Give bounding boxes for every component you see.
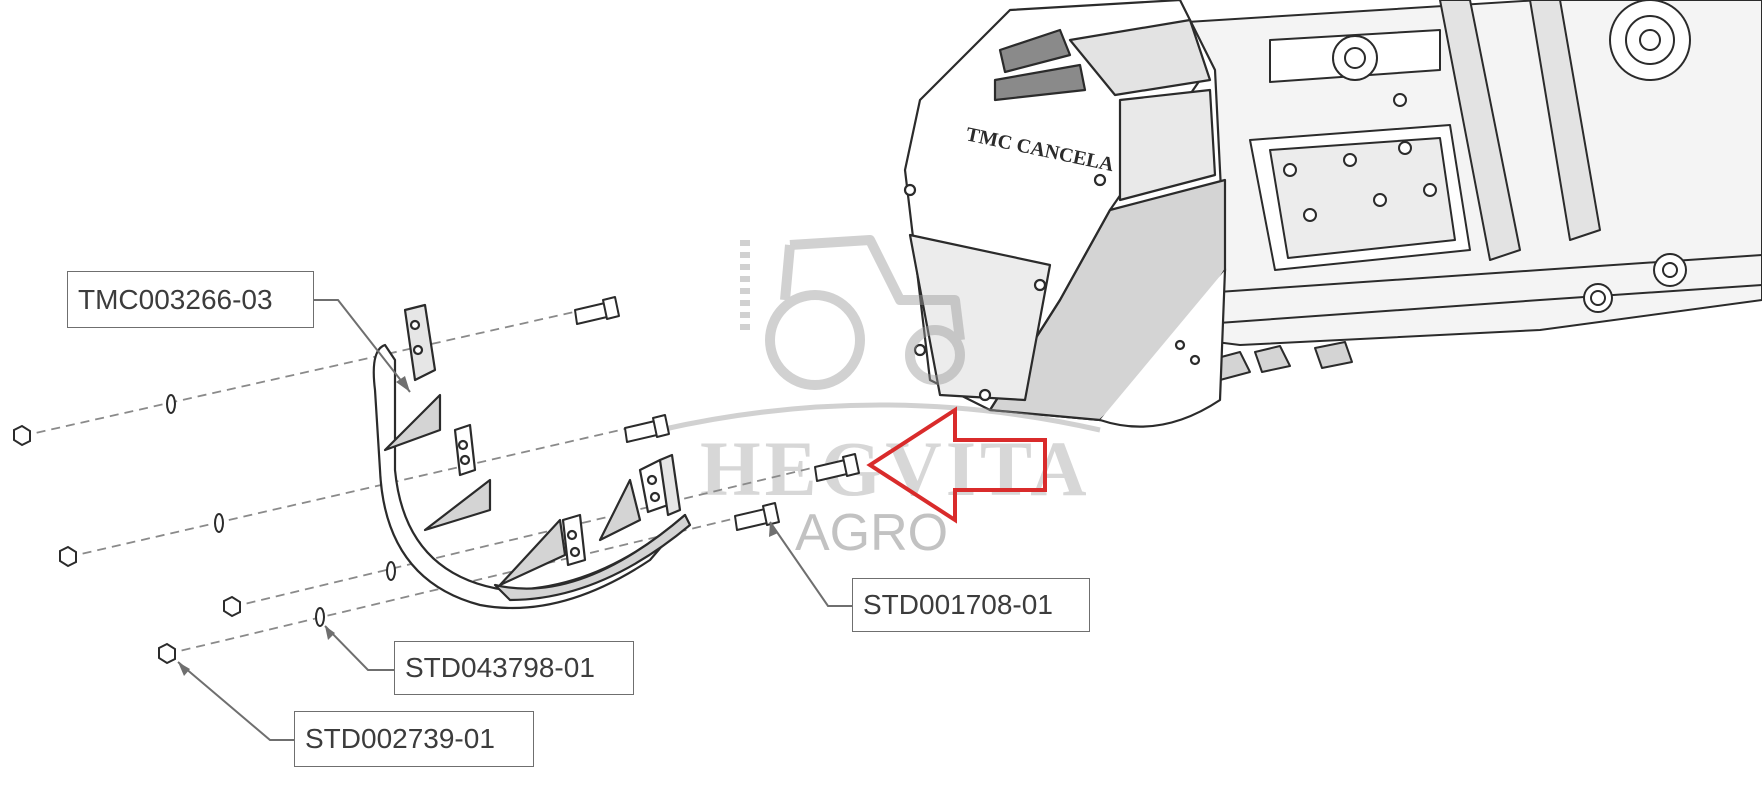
callout-washer-part-number: STD043798-01 — [394, 641, 634, 695]
leader-washer — [324, 625, 394, 671]
bolt-4 — [734, 502, 780, 531]
highlight-arrow-icon — [866, 406, 1047, 524]
washer-1 — [166, 394, 176, 414]
leader-arrowheads — [178, 376, 778, 676]
washer-3 — [386, 561, 396, 581]
leader-nut — [177, 661, 294, 741]
callout-washer-text: STD043798-01 — [405, 652, 595, 683]
leader-bolt — [769, 521, 852, 607]
nut-4 — [158, 642, 176, 665]
nut-1 — [13, 424, 31, 447]
mulcher-side-housing — [903, 0, 1227, 428]
bolt-3 — [814, 453, 860, 482]
callout-nut-part-number: STD002739-01 — [294, 711, 534, 767]
washer-4 — [315, 607, 325, 627]
callout-bolt-text: STD001708-01 — [863, 589, 1053, 620]
callout-frame-part-number: TMC003266-03 — [67, 271, 314, 328]
watermark-line2: AGRO — [795, 504, 948, 562]
washer-2 — [214, 513, 224, 533]
nut-parts — [13, 424, 241, 665]
callout-frame-text: TMC003266-03 — [78, 283, 273, 315]
callout-bolt-part-number: STD001708-01 — [852, 578, 1090, 632]
skid-guard-frame — [372, 303, 692, 610]
callout-nut-text: STD002739-01 — [305, 723, 495, 754]
washer-parts — [166, 394, 396, 627]
mulcher-machine-body — [1089, 0, 1762, 381]
leader-frame — [314, 299, 411, 393]
nut-2 — [59, 545, 77, 568]
callout-leader-lines — [177, 299, 852, 741]
bolt-2 — [624, 414, 670, 443]
bolt-1 — [574, 296, 620, 325]
nut-3 — [223, 595, 241, 618]
bolt-parts — [574, 296, 860, 531]
hegvita-tractor-watermark-icon — [659, 235, 1101, 433]
